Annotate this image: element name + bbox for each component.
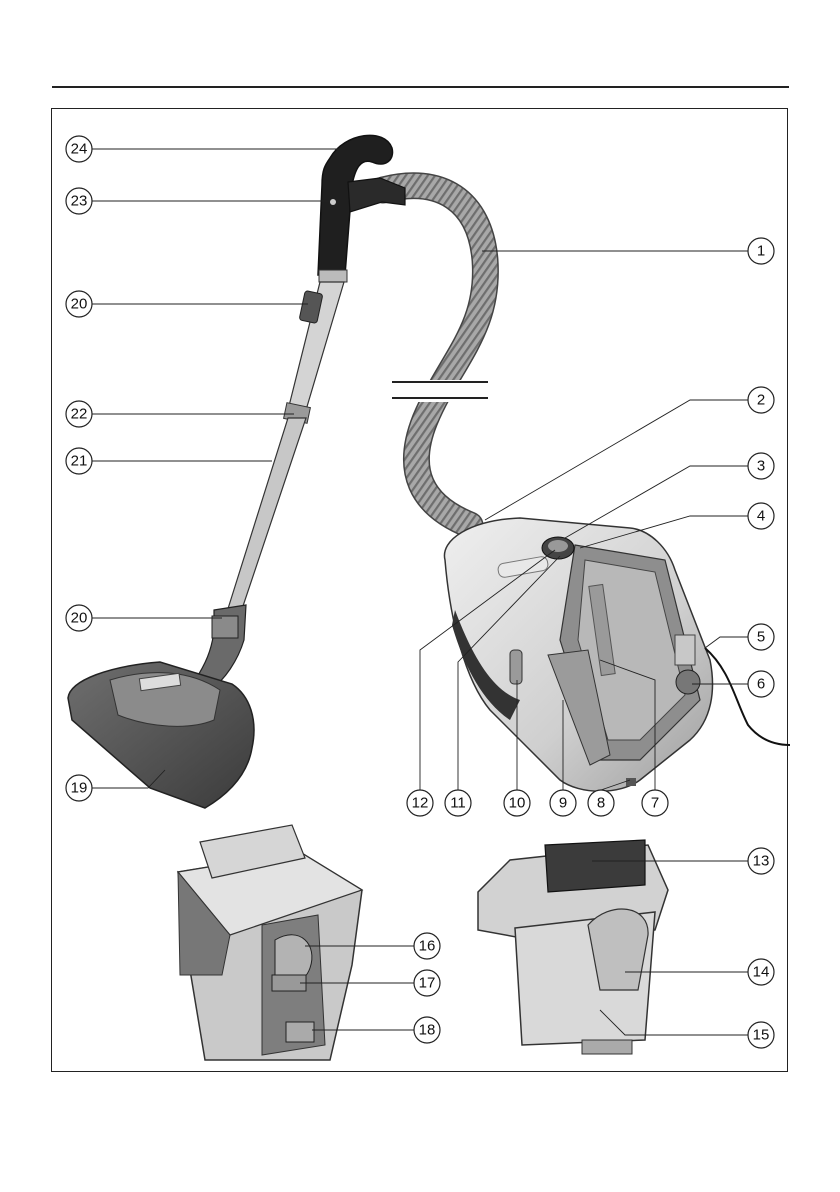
vacuum-body <box>444 518 790 791</box>
callout-15: 15 <box>748 1022 774 1048</box>
callout-1: 1 <box>748 238 774 264</box>
callout-10: 10 <box>504 790 530 816</box>
power-dial-cap <box>548 540 568 552</box>
suction-hose <box>383 186 488 525</box>
dust-container-closed <box>478 840 668 1054</box>
side-grip <box>510 650 522 684</box>
callout-label: 21 <box>71 453 88 470</box>
cord-rewind-button <box>676 670 700 694</box>
callout-label: 20 <box>71 296 88 313</box>
handle-wand-assembly <box>68 135 405 808</box>
callout-19: 19 <box>66 775 92 801</box>
callout-24: 24 <box>66 136 92 162</box>
callout-22: 22 <box>66 401 92 427</box>
callout-21: 21 <box>66 448 92 474</box>
callout-6: 6 <box>748 671 774 697</box>
bin-base <box>582 1040 632 1054</box>
power-cord <box>705 648 790 745</box>
lower-wand-latch <box>212 616 238 638</box>
callout-16: 16 <box>414 933 440 959</box>
callout-label: 22 <box>71 406 88 423</box>
callout-label: 14 <box>753 964 770 981</box>
callout-label: 2 <box>757 392 765 409</box>
callout-label: 23 <box>71 193 88 210</box>
dust-container-open <box>178 825 362 1060</box>
callout-label: 18 <box>419 1022 436 1039</box>
callout-label: 17 <box>419 975 436 992</box>
callout-9: 9 <box>550 790 576 816</box>
callout-label: 12 <box>412 795 429 812</box>
callout-label: 20 <box>71 610 88 627</box>
cord-exit <box>675 635 695 665</box>
callout-11: 11 <box>445 790 471 816</box>
container-lid-grip <box>545 840 645 892</box>
lower-wand <box>226 418 306 615</box>
body-wheel <box>626 778 636 786</box>
callout-20-lower: 20 <box>66 605 92 631</box>
callout-7: 7 <box>642 790 668 816</box>
callout-label: 24 <box>71 141 88 158</box>
callout-2: 2 <box>748 387 774 413</box>
callout-8: 8 <box>588 790 614 816</box>
callout-label: 1 <box>757 243 765 260</box>
callout-18: 18 <box>414 1017 440 1043</box>
callout-23: 23 <box>66 188 92 214</box>
handle-button <box>330 199 336 205</box>
callout-label: 3 <box>757 458 765 475</box>
callout-label: 6 <box>757 676 765 693</box>
callout-label: 7 <box>651 795 659 812</box>
leader-2 <box>485 400 748 520</box>
callout-label: 8 <box>597 795 605 812</box>
callout-label: 9 <box>559 795 567 812</box>
leader-5 <box>705 637 748 648</box>
callout-label: 11 <box>450 795 466 812</box>
callout-label: 5 <box>757 629 765 646</box>
callout-label: 16 <box>419 938 436 955</box>
callout-20-upper: 20 <box>66 291 92 317</box>
callout-label: 4 <box>757 508 765 525</box>
callout-17: 17 <box>414 970 440 996</box>
callout-3: 3 <box>748 453 774 479</box>
callout-label: 19 <box>71 780 88 797</box>
callout-label: 15 <box>753 1027 770 1044</box>
callout-label: 10 <box>509 795 526 812</box>
callout-5: 5 <box>748 624 774 650</box>
callout-12: 12 <box>407 790 433 816</box>
callout-label: 13 <box>753 853 770 870</box>
filter-release <box>286 1022 314 1042</box>
callout-14: 14 <box>748 959 774 985</box>
handle-collar <box>319 270 347 282</box>
callout-13: 13 <box>748 848 774 874</box>
callout-4: 4 <box>748 503 774 529</box>
